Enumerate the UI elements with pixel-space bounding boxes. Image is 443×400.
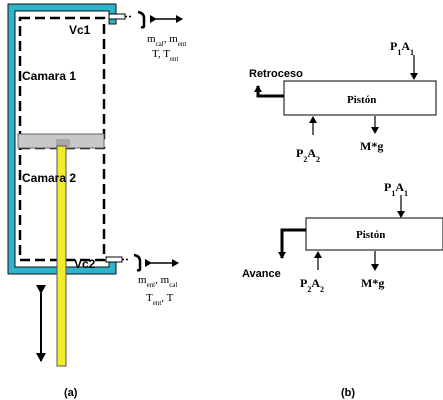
retroceso-label: Retroceso bbox=[249, 68, 303, 80]
piston-cap bbox=[56, 139, 70, 148]
top-temperature-label: T, Tent bbox=[152, 48, 179, 63]
retroceso-piston-box bbox=[283, 80, 437, 116]
avance-p1a1-label: P1A1 bbox=[384, 180, 408, 198]
chamber-2-outline bbox=[18, 146, 106, 262]
caption-a: (a) bbox=[64, 387, 78, 399]
piston-rod bbox=[56, 145, 67, 367]
avance-rod-arrow bbox=[278, 228, 306, 259]
retroceso-free-body-diagram: Pistón Retroceso P1A1 P2A2 M*g bbox=[249, 39, 437, 164]
avance-weight-label: M*g bbox=[361, 276, 384, 290]
valve-label-vc1: Vc1 bbox=[69, 23, 91, 37]
avance-piston-label: Pistón bbox=[356, 229, 385, 241]
bottom-mass-flow-label: ment, mcal bbox=[138, 274, 177, 289]
retroceso-p1a1-label: P1A1 bbox=[390, 39, 414, 57]
avance-free-body-diagram: P1A1 Pistón Avance P2A2 M*g bbox=[242, 180, 443, 294]
avance-p2a2-label: P2A2 bbox=[300, 276, 324, 294]
chamber-1-label: Camara 1 bbox=[22, 69, 76, 83]
valve-port-top bbox=[108, 13, 126, 20]
valve-port-bottom bbox=[105, 256, 123, 263]
cylinder-figure: Vc1 Vc2 Camara 1 Camara 2 mcal, ment T, … bbox=[7, 3, 186, 399]
top-flow-indicator: mcal, ment T, Tent bbox=[137, 10, 186, 63]
retroceso-piston-label: Pistón bbox=[347, 94, 376, 106]
bottom-temperature-label: Tent, T bbox=[146, 292, 174, 307]
top-mass-flow-label: mcal, ment bbox=[147, 33, 186, 48]
cylinder-wall bbox=[7, 3, 117, 275]
valve-label-vc2: Vc2 bbox=[74, 257, 96, 271]
avance-piston-box bbox=[305, 217, 443, 251]
retroceso-weight-label: M*g bbox=[360, 139, 383, 153]
bottom-flow-indicator: ment, mcal Tent, T bbox=[133, 253, 179, 307]
retroceso-p2a2-label: P2A2 bbox=[296, 146, 320, 164]
chamber-2-label: Camara 2 bbox=[22, 171, 76, 185]
avance-label: Avance bbox=[242, 268, 281, 280]
caption-b: (b) bbox=[341, 387, 355, 399]
retroceso-rod-arrow bbox=[254, 85, 284, 98]
